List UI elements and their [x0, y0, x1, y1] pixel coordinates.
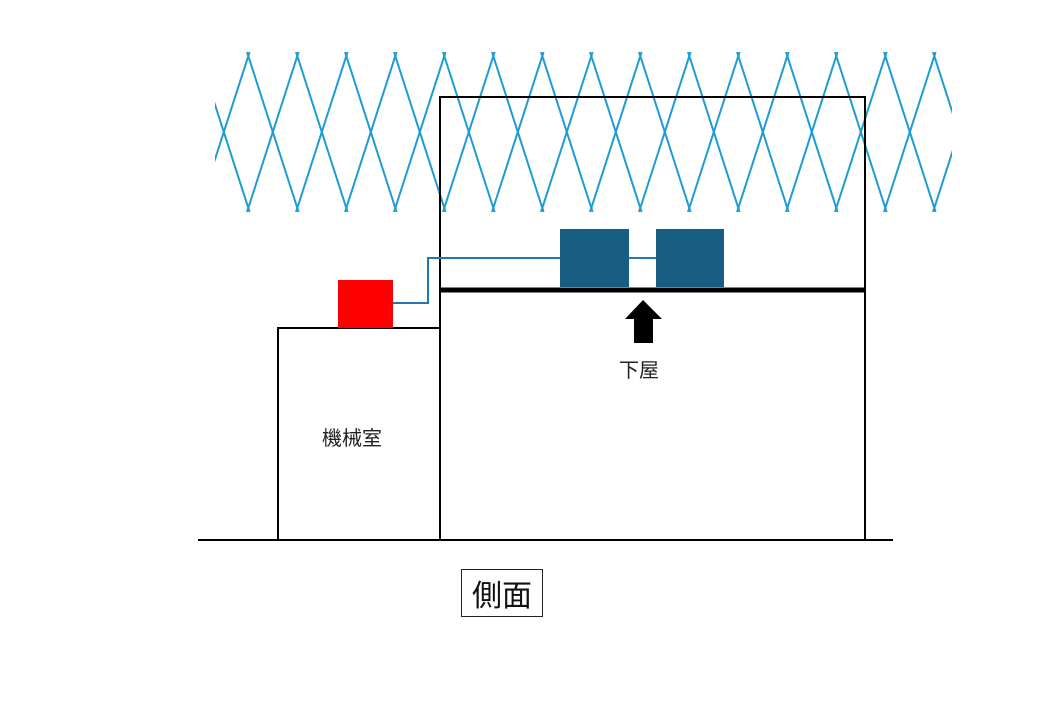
net-line — [736, 52, 790, 212]
net-line — [491, 52, 545, 212]
net-line — [1031, 52, 1040, 212]
net-line — [932, 52, 952, 115]
net-line — [149, 52, 201, 212]
net-line — [100, 52, 152, 212]
net-line — [982, 52, 1034, 212]
view-title: 側面 — [461, 569, 543, 617]
net-line — [687, 52, 741, 212]
pipe — [393, 257, 560, 304]
machine-room-label: 機械室 — [322, 426, 382, 450]
red-unit — [338, 280, 393, 328]
net-hatching — [100, 52, 1040, 212]
outdoor-unit-2 — [656, 229, 724, 287]
net-line — [246, 52, 300, 212]
net-line — [442, 52, 496, 212]
net-line — [932, 149, 952, 212]
net-line — [1031, 52, 1040, 212]
net-line — [638, 52, 692, 212]
net-line — [589, 52, 643, 212]
net-line — [540, 52, 594, 212]
net-line — [785, 52, 839, 212]
net-line — [215, 52, 251, 163]
net-line — [100, 52, 152, 212]
net-line — [982, 52, 1034, 212]
net-line — [295, 52, 349, 212]
net-line — [883, 52, 937, 212]
arrow-up-icon — [625, 300, 662, 343]
net-line — [344, 52, 398, 212]
net-line — [149, 52, 201, 212]
lean-to-label: 下屋 — [619, 358, 659, 382]
net-line — [834, 52, 888, 212]
outdoor-unit-1 — [560, 229, 629, 287]
net-line — [393, 52, 447, 212]
